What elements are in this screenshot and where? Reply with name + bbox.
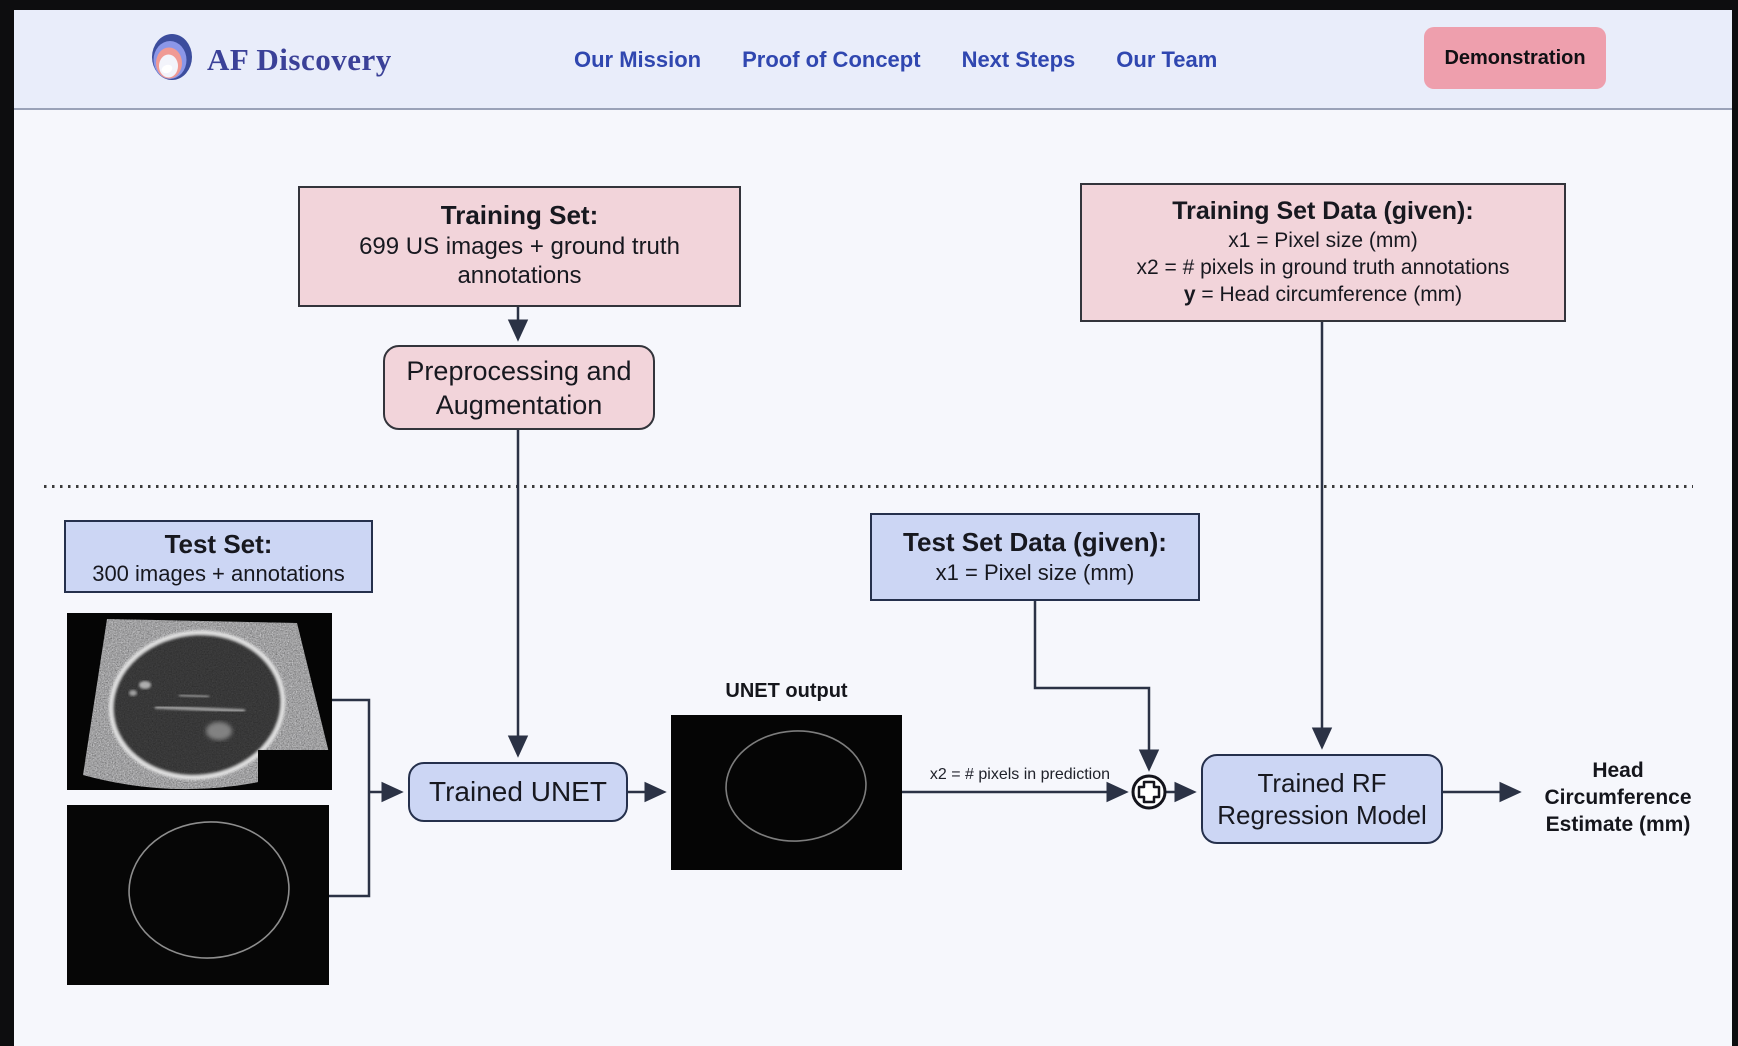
test-set-data-title: Test Set Data (given): — [903, 527, 1167, 557]
navbar: AF Discovery Our Mission Proof of Concep… — [14, 10, 1732, 110]
test-set-box: Test Set: 300 images + annotations — [64, 520, 373, 593]
brand-title: AF Discovery — [207, 42, 392, 77]
trained-rf-box: Trained RF Regression Model — [1201, 754, 1443, 844]
training-set-data-title: Training Set Data (given): — [1172, 197, 1474, 225]
nav-link-our-team[interactable]: Our Team — [1116, 47, 1218, 72]
head-circumference-estimate-label: Head Circumference Estimate (mm) — [1544, 759, 1692, 836]
test-set-data-box: Test Set Data (given): x1 = Pixel size (… — [870, 513, 1200, 601]
nav-link-next-steps[interactable]: Next Steps — [961, 47, 1076, 72]
training-set-data-line1: x1 = Pixel size (mm) — [1228, 229, 1418, 252]
x2-prediction-label: x2 = # pixels in prediction — [929, 766, 1110, 783]
unet-output-image — [671, 715, 902, 870]
ultrasound-sample-image — [67, 613, 332, 790]
trained-unet-box: Trained UNET — [408, 762, 628, 822]
preprocessing-box: Preprocessing and Augmentation — [383, 345, 655, 430]
training-set-data-line2: x2 = # pixels in ground truth annotation… — [1136, 256, 1510, 279]
trained-rf-line2: Regression Model — [1217, 800, 1427, 830]
arrow-testsetdata-combiner — [1033, 601, 1160, 772]
training-set-data-box: Training Set Data (given): x1 = Pixel si… — [1080, 183, 1566, 322]
training-set-box: Training Set: 699 US images + ground tru… — [298, 186, 741, 307]
train-test-divider — [44, 485, 1693, 488]
plus-combiner-icon — [1131, 774, 1167, 810]
nav-link-proof-of-concept[interactable]: Proof of Concept — [742, 47, 921, 72]
trained-rf-line1: Trained RF — [1257, 768, 1387, 798]
training-set-title: Training Set: — [440, 200, 599, 230]
demonstration-button[interactable]: Demonstration — [1424, 27, 1606, 89]
nav-links: Our Mission Proof of Concept Next Steps … — [574, 10, 1217, 110]
unet-output-label: UNET output — [725, 680, 848, 702]
annotation-sample-image — [67, 805, 329, 985]
page: AF Discovery Our Mission Proof of Concep… — [14, 10, 1732, 1046]
logo-icon — [152, 34, 192, 80]
nav-link-our-mission[interactable]: Our Mission — [574, 47, 702, 72]
training-set-body: 699 US images + ground truth annotations — [359, 233, 680, 289]
test-set-body: 300 images + annotations — [92, 561, 345, 586]
test-set-data-body: x1 = Pixel size (mm) — [935, 560, 1135, 585]
training-set-data-line3: y = Head circumference (mm) — [1183, 283, 1463, 306]
test-set-title: Test Set: — [164, 529, 273, 559]
bracket-test-images — [329, 698, 371, 898]
